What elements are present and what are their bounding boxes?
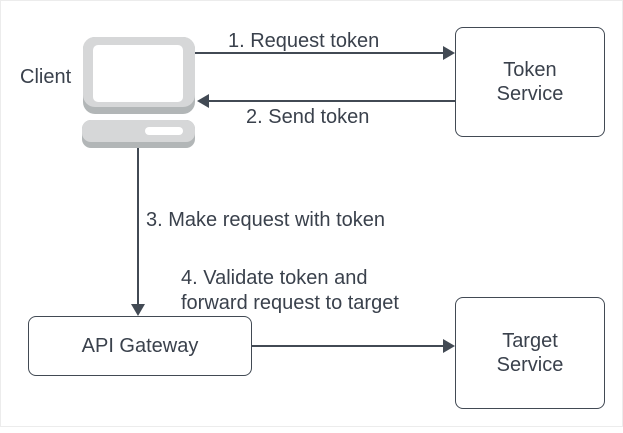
arrowhead-left-icon [197, 94, 209, 108]
edge-make-request-label: 3. Make request with token [146, 209, 386, 231]
arrowhead-right-icon [443, 339, 455, 353]
keyboard-spacebar-shape [145, 127, 183, 135]
node-api-gateway: API Gateway [28, 316, 252, 376]
arrowhead-right-icon [443, 46, 455, 60]
edge-send-token-line [209, 100, 456, 102]
node-client-label: Client [20, 66, 72, 88]
keyboard-body-shape [82, 120, 195, 142]
edge-make-request-line [137, 148, 139, 304]
edge-request-token-label: 1. Request token [228, 30, 380, 52]
node-token-service: Token Service [455, 27, 605, 137]
edge-request-token-line [195, 52, 443, 54]
arrowhead-down-icon [131, 304, 145, 316]
node-target-service: Target Service [455, 297, 605, 409]
edge-send-token-label: 2. Send token [246, 106, 370, 128]
edge-validate-forward-label: 4. Validate token and forward request to… [181, 267, 399, 314]
edge-validate-forward-line [252, 345, 444, 347]
monitor-screen-shape [93, 45, 183, 102]
